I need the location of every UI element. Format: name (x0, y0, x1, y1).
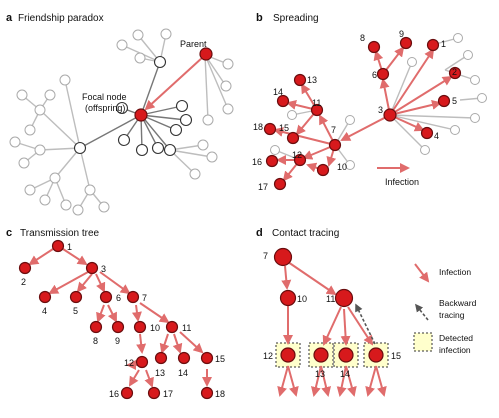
svg-text:Backward: Backward (439, 298, 477, 308)
svg-text:tracing: tracing (439, 310, 465, 320)
svg-text:Infection: Infection (439, 267, 471, 277)
svg-text:4: 4 (434, 131, 439, 141)
panel-c-nodes (18, 239, 214, 400)
svg-text:9: 9 (399, 29, 404, 39)
svg-text:18: 18 (215, 389, 225, 399)
panel-b-legend-label: Infection (385, 177, 419, 187)
svg-text:12: 12 (292, 150, 302, 160)
panel-c-edges (28, 248, 212, 388)
panel-d-nodes (273, 247, 384, 363)
panel-c-node-labels: 1 2 3 4 5 6 7 8 9 10 11 12 13 14 15 16 1… (21, 242, 225, 399)
svg-text:16: 16 (252, 157, 262, 167)
svg-text:14: 14 (273, 87, 283, 97)
panel-d-title: Contact tracing (272, 228, 339, 239)
svg-text:5: 5 (452, 96, 457, 106)
svg-text:2: 2 (452, 67, 457, 77)
panel-b-node-labels: 1 2 3 4 5 6 7 8 9 10 11 12 13 14 15 16 1… (252, 29, 457, 192)
svg-text:15: 15 (215, 354, 225, 364)
panel-d-node-labels: 7 10 11 12 13 14 15 (263, 251, 401, 379)
svg-text:17: 17 (163, 389, 173, 399)
panel-a-nodes (9, 28, 234, 216)
focal-label-sub: (offspring) (85, 103, 125, 113)
svg-text:12: 12 (124, 358, 134, 368)
svg-text:7: 7 (263, 251, 268, 261)
svg-text:14: 14 (340, 369, 350, 379)
svg-text:Detected: Detected (439, 333, 473, 343)
svg-text:infection: infection (439, 345, 471, 355)
svg-text:10: 10 (337, 162, 347, 172)
svg-text:7: 7 (331, 125, 336, 135)
svg-text:4: 4 (42, 306, 47, 316)
svg-text:12: 12 (263, 351, 273, 361)
svg-text:10: 10 (297, 294, 307, 304)
svg-text:2: 2 (21, 277, 26, 287)
svg-text:10: 10 (150, 323, 160, 333)
panel-b: b Spreading (252, 12, 487, 192)
svg-text:3: 3 (378, 105, 383, 115)
panel-b-letter: b (256, 12, 263, 24)
panel-a: a Friendship paradox (6, 12, 234, 216)
panel-a-edges (14, 33, 229, 211)
panel-a-title: Friendship paradox (18, 13, 104, 24)
svg-text:6: 6 (372, 70, 377, 80)
svg-text:13: 13 (307, 75, 317, 85)
panel-d-legend: Infection Backward tracing Detected infe… (413, 263, 477, 355)
focal-label: Focal node (82, 92, 127, 102)
panel-d-letter: d (256, 227, 263, 239)
svg-text:11: 11 (312, 98, 321, 108)
svg-text:13: 13 (155, 368, 165, 378)
panel-c-title: Transmission tree (20, 228, 100, 239)
svg-text:6: 6 (116, 293, 121, 303)
svg-text:8: 8 (93, 336, 98, 346)
svg-text:14: 14 (178, 368, 188, 378)
svg-text:11: 11 (326, 294, 335, 304)
panel-c: c Transmission tree (6, 227, 225, 400)
panel-c-letter: c (6, 227, 12, 239)
panel-d: d Contact tracing (256, 227, 477, 397)
panel-b-nodes (263, 33, 487, 191)
svg-text:15: 15 (391, 351, 401, 361)
focal-node (134, 108, 148, 122)
svg-text:3: 3 (101, 264, 106, 274)
svg-text:1: 1 (67, 242, 72, 252)
parent-node (199, 47, 213, 61)
svg-text:16: 16 (109, 389, 119, 399)
svg-text:8: 8 (360, 33, 365, 43)
svg-text:7: 7 (142, 293, 147, 303)
svg-text:11: 11 (182, 323, 191, 333)
parent-label: Parent (180, 39, 207, 49)
svg-text:13: 13 (315, 369, 325, 379)
svg-text:17: 17 (258, 182, 268, 192)
svg-text:9: 9 (115, 336, 120, 346)
svg-text:15: 15 (279, 123, 289, 133)
panel-b-title: Spreading (273, 13, 319, 24)
panel-d-edges (277, 261, 387, 397)
svg-text:5: 5 (73, 306, 78, 316)
svg-text:18: 18 (253, 122, 263, 132)
svg-text:1: 1 (441, 39, 446, 49)
panel-a-letter: a (6, 12, 13, 24)
